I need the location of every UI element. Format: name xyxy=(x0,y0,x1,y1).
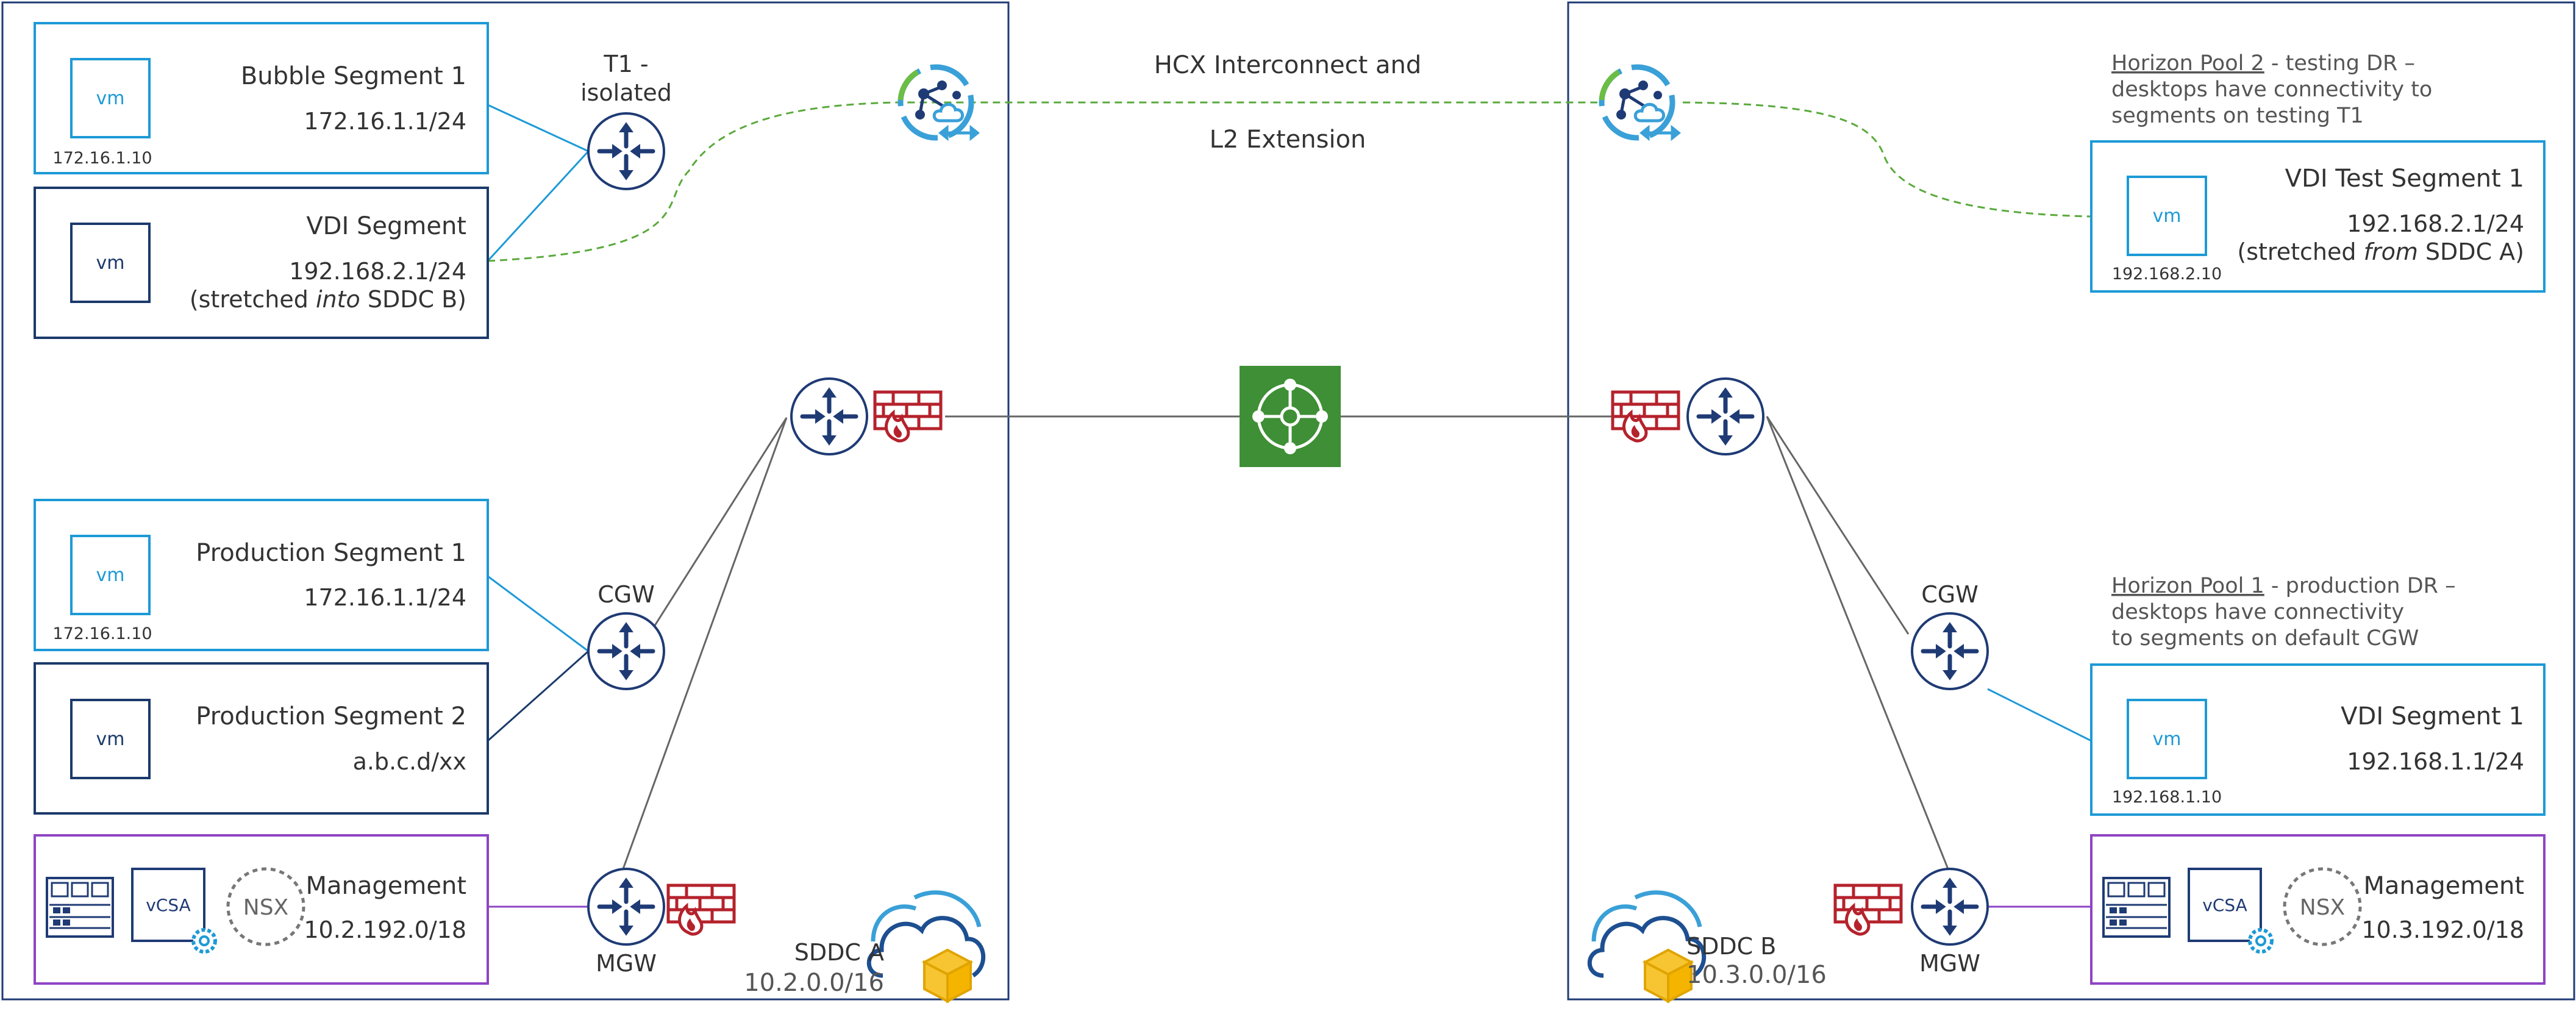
sddc-a-cidr: 10.2.0.0/16 xyxy=(744,969,884,997)
vm-label: vm xyxy=(2153,729,2182,750)
segment-cidr: a.b.c.d/xx xyxy=(353,748,466,775)
horizon-pool-2-note: Horizon Pool 2 - testing DR – xyxy=(2111,51,2415,76)
sddc-b-name: SDDC B xyxy=(1686,933,1776,960)
vm-ip: 192.168.2.10 xyxy=(2112,265,2222,284)
cgw-label-a: CGW xyxy=(598,581,655,608)
transit-gateway-icon xyxy=(1240,366,1341,467)
mgw-router-a-icon xyxy=(588,869,664,944)
nsx-icon xyxy=(226,867,305,946)
vdi-segment: vm VDI Segment 192.168.2.1/24 (stretched… xyxy=(34,187,489,339)
mgw-label-b: MGW xyxy=(1919,950,1980,977)
sddc-b-cidr: 10.3.0.0/16 xyxy=(1686,961,1827,989)
cgw-label-b: CGW xyxy=(1921,581,1978,608)
vm-label: vm xyxy=(96,252,125,274)
vcsa-label: vCSA xyxy=(146,895,191,915)
vm-ip: 172.16.1.10 xyxy=(52,624,152,643)
hcx-label-line2: L2 Extension xyxy=(1210,126,1366,154)
segment-title: Management xyxy=(306,872,467,900)
mgw-firewall-b-icon xyxy=(1835,885,1901,934)
horizon-pool-2-note-line2: desktops have connectivity to xyxy=(2111,77,2432,102)
hcx-label-line1: HCX Interconnect and xyxy=(1154,51,1422,79)
mgw-router-b-icon xyxy=(1912,869,1988,944)
segment-cidr: 10.3.192.0/18 xyxy=(2361,916,2524,943)
mgw-label-a: MGW xyxy=(596,950,657,977)
sddc-b-container xyxy=(1567,1,2575,1001)
production-segment-2: vm Production Segment 2 a.b.c.d/xx xyxy=(34,662,489,815)
edge-firewall-a-icon xyxy=(875,392,941,441)
vm-label: vm xyxy=(2153,205,2182,227)
sddc-a-cloud-icon xyxy=(869,893,991,1001)
horizon-pool-1-note: Horizon Pool 1 - production DR – xyxy=(2111,574,2456,598)
edge-router-b-icon xyxy=(1688,379,1763,454)
vm-ip: 172.16.1.10 xyxy=(52,149,152,168)
hosts-icon xyxy=(2102,877,2171,938)
vm-label: vm xyxy=(96,565,125,586)
connection-lines xyxy=(487,101,2092,908)
segment-title: Bubble Segment 1 xyxy=(241,62,466,90)
t1-label: T1 -isolated xyxy=(580,51,672,106)
segment-title: VDI Segment 1 xyxy=(2341,702,2524,730)
segment-title: VDI Segment xyxy=(306,212,466,240)
segment-cidr: 192.168.2.1/24 xyxy=(2347,210,2524,237)
nsx-label: NSX xyxy=(243,895,288,920)
sddc-a-name: SDDC A xyxy=(794,939,884,966)
segment-cidr: 172.16.1.1/24 xyxy=(304,108,466,135)
vm-ip: 192.168.1.10 xyxy=(2112,788,2222,807)
cgw-router-a-icon xyxy=(588,613,664,689)
t1-isolated-router-icon xyxy=(588,113,664,189)
segment-cidr: 192.168.2.1/24 xyxy=(289,258,466,285)
vm-label: vm xyxy=(96,88,125,109)
segment-title: Production Segment 1 xyxy=(196,539,466,567)
nsx-icon xyxy=(2283,867,2362,946)
vcsa-label: vCSA xyxy=(2202,895,2247,915)
mgw-firewall-a-icon xyxy=(668,885,734,934)
hosts-icon xyxy=(46,877,114,938)
edge-router-a-icon xyxy=(791,379,867,454)
vdi-test-segment: vm 192.168.2.10 VDI Test Segment 1 192.1… xyxy=(2090,140,2546,293)
segment-cidr: 172.16.1.1/24 xyxy=(304,584,466,611)
bubble-segment: vm 172.16.1.10 Bubble Segment 1 172.16.1… xyxy=(34,22,489,174)
segment-title: Management xyxy=(2364,872,2525,900)
horizon-pool-1-note-line3: to segments on default CGW xyxy=(2111,626,2419,651)
horizon-pool-1-note-line2: desktops have connectivity xyxy=(2111,600,2404,624)
management-segment-b: vCSA NSX Management 10.3.192.0/18 xyxy=(2090,834,2546,985)
production-segment-1: vm 172.16.1.10 Production Segment 1 172.… xyxy=(34,499,489,651)
stretch-note: (stretched into SDDC B) xyxy=(190,286,466,313)
cgw-router-b-icon xyxy=(1912,613,1988,689)
sddc-a-container xyxy=(1,1,1010,1001)
segment-title: VDI Test Segment 1 xyxy=(2285,165,2524,193)
segment-cidr: 10.2.192.0/18 xyxy=(304,916,466,943)
segment-title: Production Segment 2 xyxy=(196,702,466,730)
edge-firewall-b-icon xyxy=(1613,392,1679,441)
hcx-icon-b xyxy=(1602,67,1679,138)
stretch-note: (stretched from SDDC A) xyxy=(2237,238,2524,265)
management-segment-a: vCSA NSX Management 10.2.192.0/18 xyxy=(34,834,489,985)
segment-cidr: 192.168.1.1/24 xyxy=(2347,748,2524,775)
vm-label: vm xyxy=(96,729,125,750)
nsx-label: NSX xyxy=(2300,895,2345,920)
horizon-pool-2-note-line3: segments on testing T1 xyxy=(2111,104,2364,128)
vdi-segment-1-b: vm 192.168.1.10 VDI Segment 1 192.168.1.… xyxy=(2090,663,2546,816)
